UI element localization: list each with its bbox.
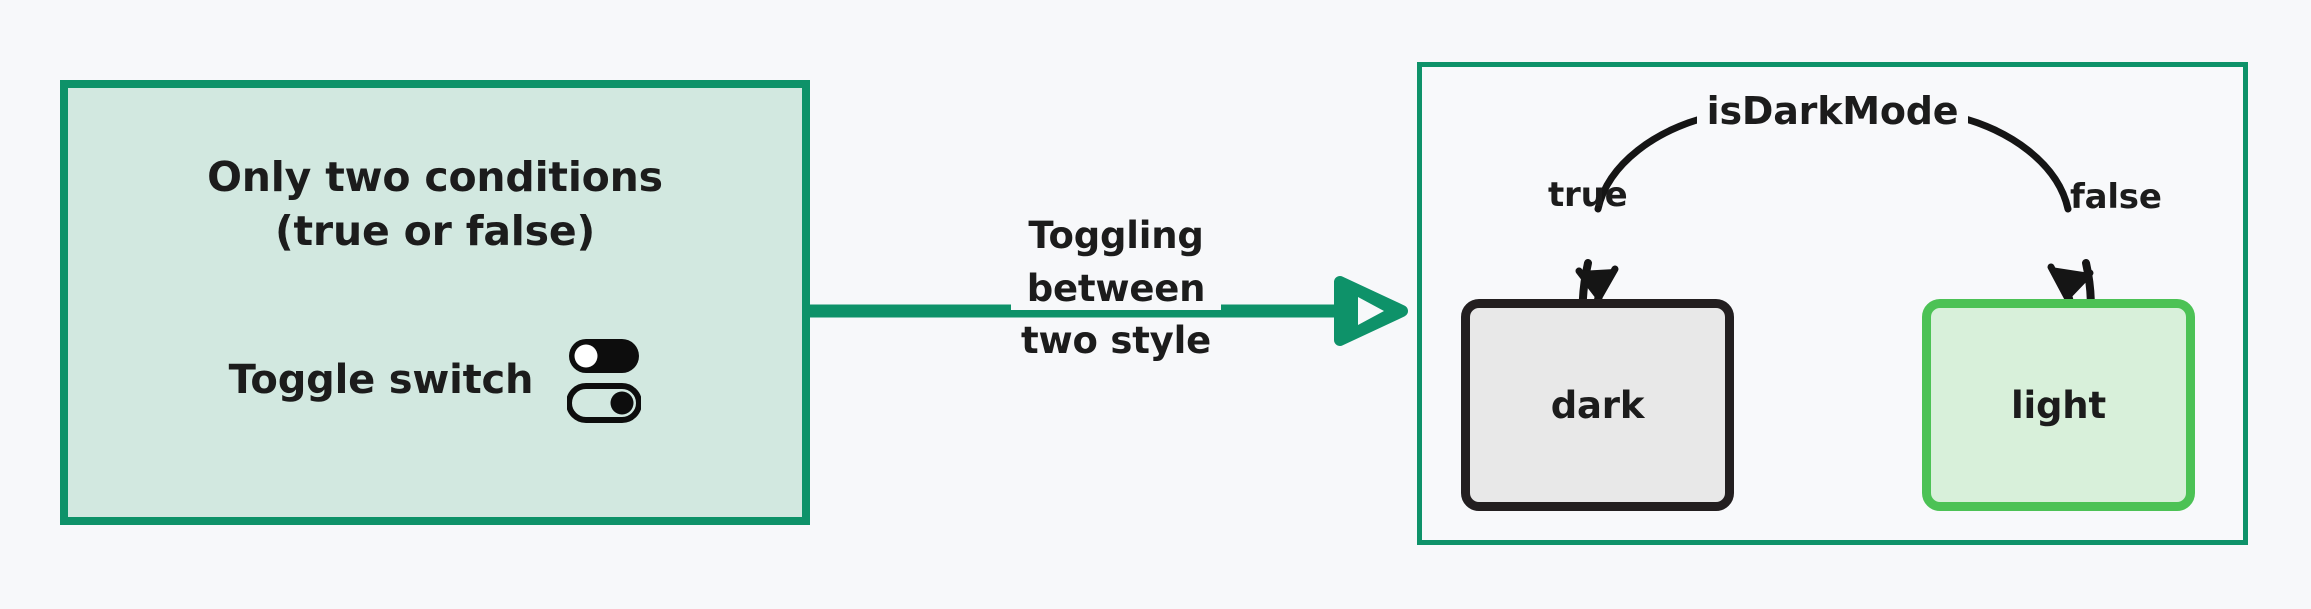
isdarkmode-label: isDarkMode — [1422, 89, 2243, 133]
arc-right-segment — [1954, 113, 2072, 213]
left-panel-conditions: Only two conditions (true or false) Togg… — [60, 80, 810, 525]
false-branch-arrowhead — [2047, 263, 2094, 301]
toggle-switch-label: Toggle switch — [228, 357, 534, 403]
green-right-arrow — [810, 276, 1408, 346]
connector-group: Toggling between two style — [806, 196, 1426, 426]
light-mode-label: light — [2011, 383, 2106, 427]
left-panel-heading: Only two conditions (true or false) — [68, 150, 802, 258]
dark-mode-box[interactable]: dark — [1461, 299, 1734, 511]
light-mode-box[interactable]: light — [1922, 299, 2195, 511]
true-branch-arrowhead — [1575, 265, 1619, 301]
branch-label-true: true — [1548, 175, 1628, 215]
arc-left-segment — [1594, 113, 1712, 213]
right-panel-branching: isDarkMode true false dark light — [1417, 62, 2248, 545]
toggle-switch-icon[interactable] — [567, 336, 642, 424]
heading-line-2: (true or false) — [275, 207, 595, 256]
heading-line-1: Only two conditions — [207, 153, 663, 201]
branch-label-false: false — [2070, 177, 2162, 217]
toggle-switch-row: Toggle switch — [68, 336, 802, 424]
dark-mode-label: dark — [1550, 383, 1645, 427]
